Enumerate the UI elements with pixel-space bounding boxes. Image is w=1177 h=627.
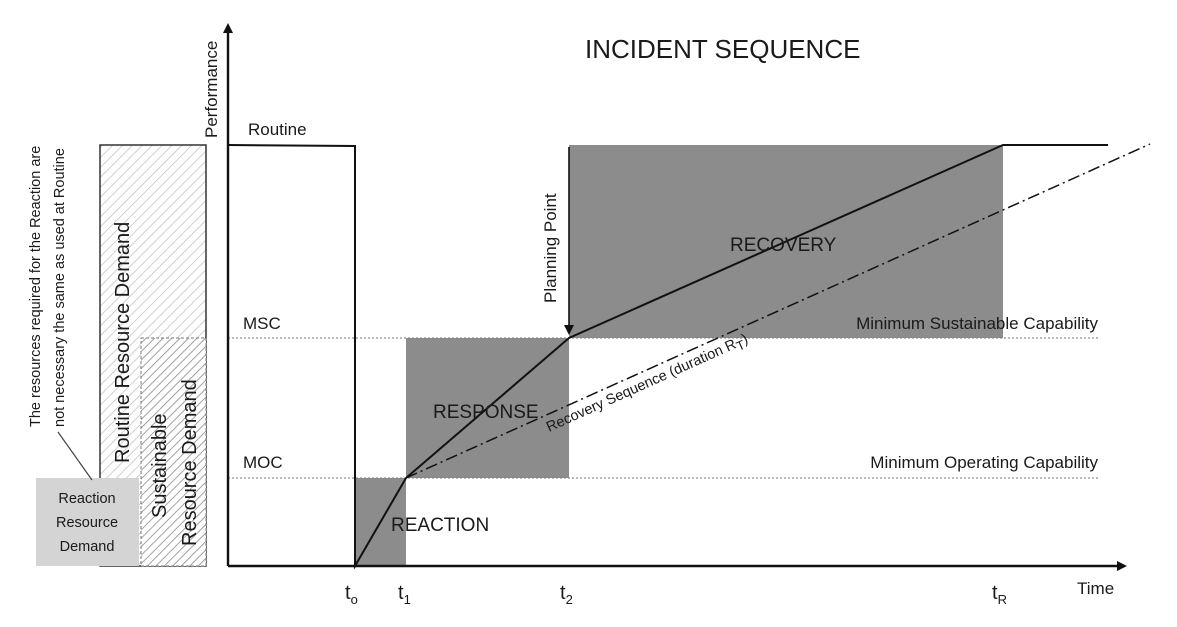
moc-full-label: Minimum Operating Capability [870, 453, 1098, 472]
time-tick-label: t2 [560, 582, 573, 607]
response-zone-label: RESPONSE [433, 402, 539, 423]
msc-full-label: Minimum Sustainable Capability [856, 314, 1098, 333]
y-axis-label: Performance [202, 41, 221, 138]
time-ticks: to t1 t2 tR [345, 582, 1007, 607]
recovery-sequence-label: Recovery Sequence (duration RT) [544, 331, 752, 438]
reaction-resource-box [36, 478, 139, 566]
recovery-zone-label: RECOVERY [730, 235, 837, 256]
time-tick-label: tR [992, 582, 1007, 607]
side-note-line-2: not necessary the same as used at Routin… [52, 148, 68, 427]
routine-label: Routine [248, 120, 307, 139]
sustainable-resource-bar [140, 337, 207, 567]
x-axis-label: Time [1077, 579, 1114, 598]
routine-resource-label: Routine Resource Demand [112, 222, 134, 463]
time-tick-label: to [345, 582, 358, 607]
side-note-pointer [57, 431, 93, 481]
msc-label: MSC [243, 314, 281, 333]
moc-label: MOC [243, 453, 283, 472]
time-tick-label: t1 [398, 582, 411, 607]
reaction-resource-label-2: Resource [56, 515, 118, 531]
reaction-zone-label: REACTION [391, 515, 489, 536]
reaction-resource-label-1: Reaction [58, 491, 115, 507]
recovery-sequence-line [405, 143, 1151, 479]
planning-point-label: Planning Point [541, 193, 560, 303]
diagram-title: INCIDENT SEQUENCE [585, 34, 860, 64]
sustainable-resource-label-2: Resource Demand [179, 379, 201, 546]
sustainable-resource-label-1: Sustainable [149, 413, 171, 518]
reaction-resource-label-3: Demand [60, 539, 115, 555]
side-note-line-1: The resources required for the Reaction … [28, 146, 44, 427]
performance-curve [227, 144, 1108, 570]
